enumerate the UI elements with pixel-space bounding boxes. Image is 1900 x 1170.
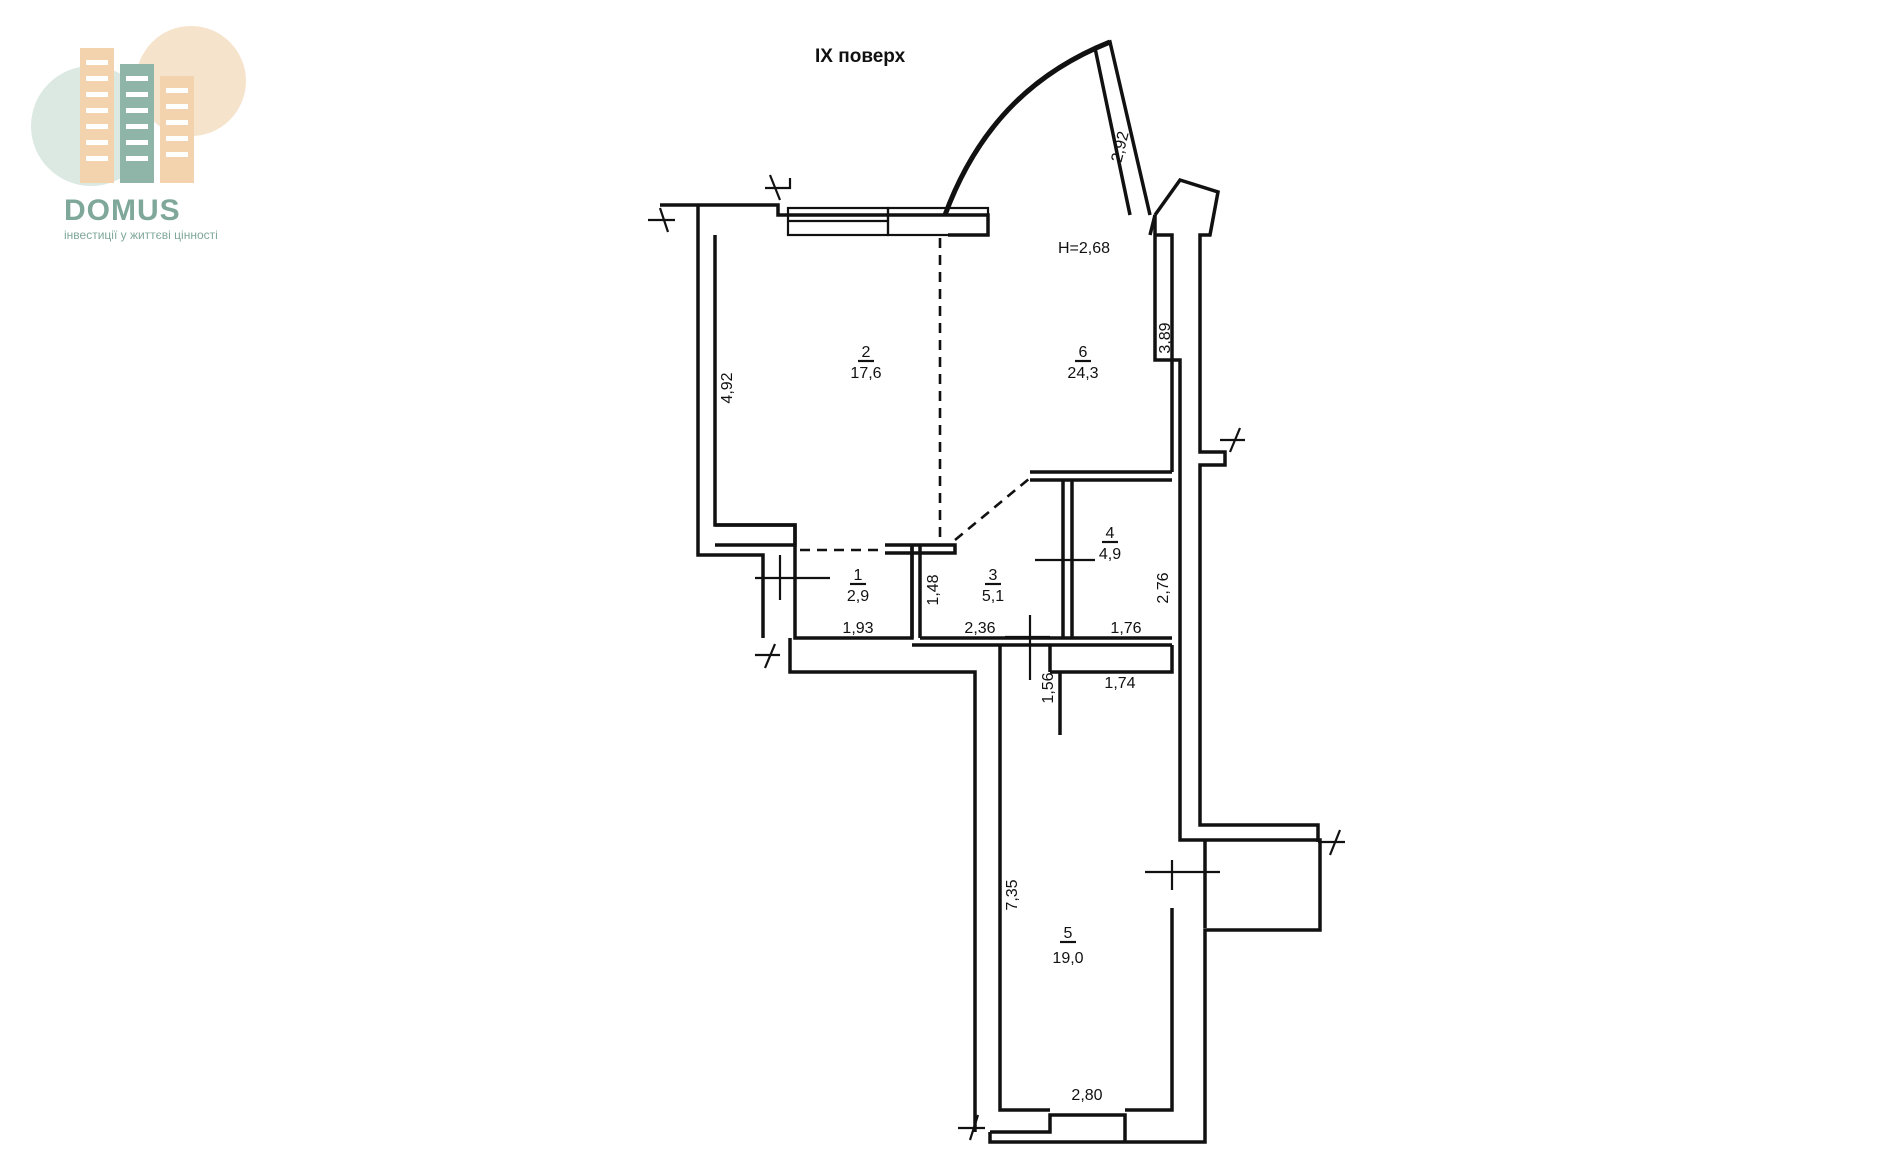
room-area: 17,6 — [850, 365, 881, 382]
room-area: 24,3 — [1067, 365, 1098, 382]
room-area: 4,9 — [1099, 546, 1121, 563]
dim-2-36: 2,36 — [964, 620, 995, 637]
room-5-label: 5 19,0 — [1052, 925, 1083, 967]
dim-1-93: 1,93 — [842, 620, 873, 637]
room-6-label: 6 24,3 — [1067, 344, 1098, 382]
dim-2-80: 2,80 — [1071, 1087, 1102, 1104]
interior-partitions — [715, 470, 1174, 674]
room-number: 6 — [1079, 344, 1088, 361]
building-logo-icon — [31, 26, 246, 186]
dim-1-48: 1,48 — [925, 574, 942, 605]
room-2-label: 2 17,6 — [850, 344, 881, 382]
room-3-label: 3 5,1 — [982, 567, 1004, 605]
room-number: 5 — [1064, 925, 1073, 942]
floor-title: IX поверх — [815, 46, 906, 67]
room-area: 5,1 — [982, 588, 1004, 605]
brand-tagline: інвестиції у життєві цінності — [64, 228, 218, 242]
break-marks — [648, 174, 1345, 1141]
room-number: 4 — [1106, 525, 1115, 542]
room-4-label: 4 4,9 — [1099, 525, 1121, 563]
brand-name: DOMUS — [64, 194, 181, 227]
room-area: 2,9 — [847, 588, 869, 605]
ceiling-height: H=2,68 — [1058, 240, 1110, 257]
room-number: 1 — [854, 567, 863, 584]
dim-1-74: 1,74 — [1104, 675, 1135, 692]
dim-1-56: 1,56 — [1040, 672, 1057, 703]
dim-1-76: 1,76 — [1110, 620, 1141, 637]
arc-window — [942, 39, 1111, 216]
outer-wall — [660, 203, 1322, 1144]
zone-divider — [800, 238, 1031, 552]
room-area: 19,0 — [1052, 950, 1083, 967]
dim-2-76: 2,76 — [1155, 572, 1172, 603]
domus-logo: DOMUS інвестиції у життєві цінності — [16, 16, 256, 242]
dim-4-92: 4,92 — [719, 372, 736, 403]
bay-wall — [1092, 39, 1320, 842]
room-number: 2 — [862, 344, 871, 361]
dim-3-89: 3,89 — [1157, 322, 1174, 353]
inner-wall-outline — [713, 233, 1207, 1112]
room-number: 3 — [989, 567, 998, 584]
room-1-label: 1 2,9 — [847, 567, 869, 605]
dim-7-35: 7,35 — [1004, 879, 1021, 910]
